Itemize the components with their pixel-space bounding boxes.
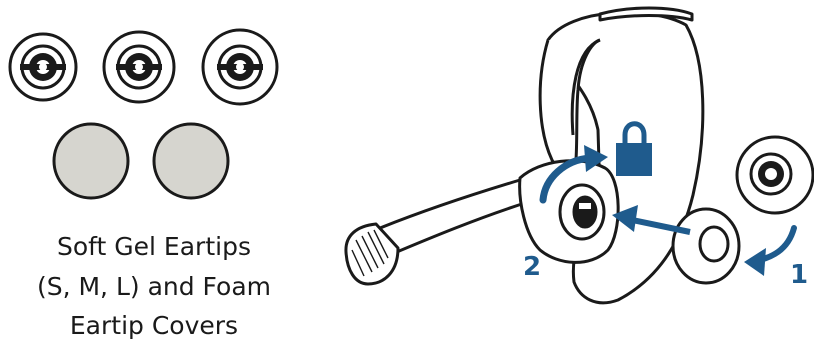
arrow-insert-icon xyxy=(612,205,691,235)
caption-line-2: (S, M, L) and Foam xyxy=(37,272,271,301)
eartip-attaching xyxy=(671,207,741,285)
arrow-step-1-icon xyxy=(744,225,797,276)
caption-line-3: Eartip Covers xyxy=(70,311,238,340)
lock-icon xyxy=(616,121,652,176)
gel-eartip-side-view xyxy=(735,135,814,215)
gel-eartip-medium xyxy=(102,30,176,104)
microphone-grille xyxy=(351,229,389,277)
arrow-rotate-icon xyxy=(539,145,608,204)
step-2-label: 2 xyxy=(523,252,541,282)
foam-eartip-cover-2 xyxy=(152,122,230,200)
gel-eartip-small xyxy=(8,32,78,102)
gel-eartip-large xyxy=(201,28,279,106)
foam-eartip-cover-1 xyxy=(52,122,130,200)
step-1-label: 1 xyxy=(790,260,808,290)
caption-line-1: Soft Gel Eartips xyxy=(57,232,251,261)
